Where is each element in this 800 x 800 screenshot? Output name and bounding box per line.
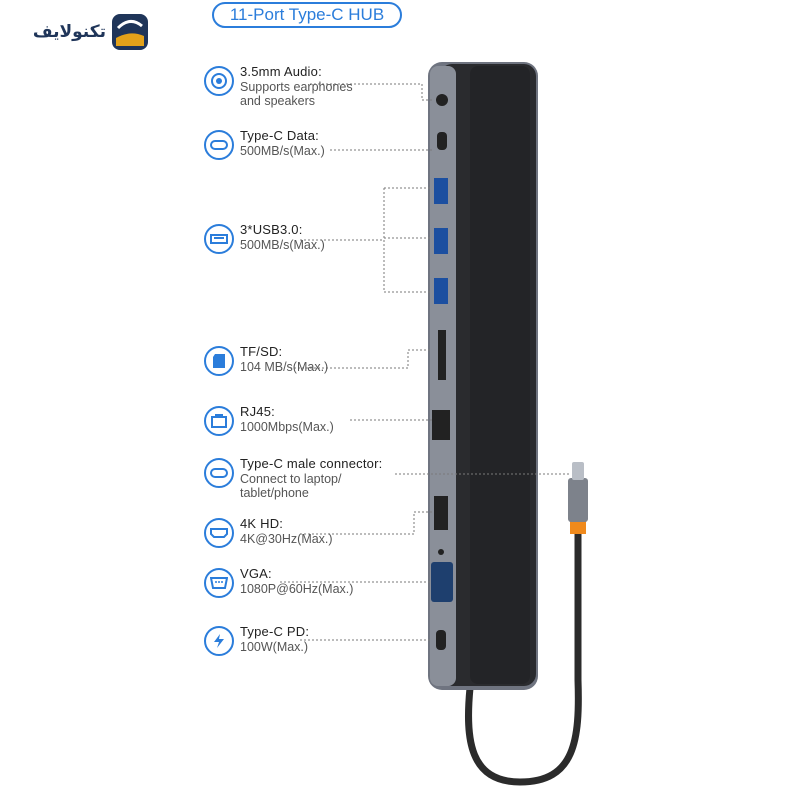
feature-desc: 104 MB/s(Max.)	[240, 360, 329, 374]
feature-title: TF/SD:	[240, 344, 283, 359]
vga-icon	[204, 568, 234, 598]
sd-card-icon	[204, 346, 234, 376]
brand-badge-icon	[112, 14, 148, 50]
feature-desc: 1000Mbps(Max.)	[240, 420, 334, 434]
brand-logo[interactable]: تکنولایف	[14, 12, 150, 56]
feature-desc: 1080P@60Hz(Max.)	[240, 582, 354, 596]
feature-desc: 500MB/s(Max.)	[240, 238, 325, 252]
audio-jack-icon	[204, 66, 234, 96]
feature-title: Type-C PD:	[240, 624, 310, 639]
feature-desc: 500MB/s(Max.)	[240, 144, 325, 158]
feature-desc: 100W(Max.)	[240, 640, 309, 654]
feature-title: 3*USB3.0:	[240, 222, 303, 237]
brand-name: تکنولایف	[32, 22, 106, 42]
ethernet-icon	[204, 406, 234, 436]
feature-title: 3.5mm Audio:	[240, 64, 322, 79]
usb-c-icon	[204, 458, 234, 488]
page-title: 11-Port Type-C HUB	[212, 2, 402, 28]
usb-c-icon	[204, 130, 234, 160]
feature-desc: Supports earphones and speakers	[240, 80, 353, 108]
feature-title: VGA:	[240, 566, 272, 581]
hdmi-icon	[204, 518, 234, 548]
usb-a-icon	[204, 224, 234, 254]
feature-title: RJ45:	[240, 404, 275, 419]
feature-title: Type-C male connector:	[240, 456, 383, 471]
feature-title: 4K HD:	[240, 516, 284, 531]
feature-title: Type-C Data:	[240, 128, 319, 143]
lightning-icon	[204, 626, 234, 656]
feature-desc: Connect to laptop/ tablet/phone	[240, 472, 342, 500]
feature-desc: 4K@30Hz(Max.)	[240, 532, 333, 546]
